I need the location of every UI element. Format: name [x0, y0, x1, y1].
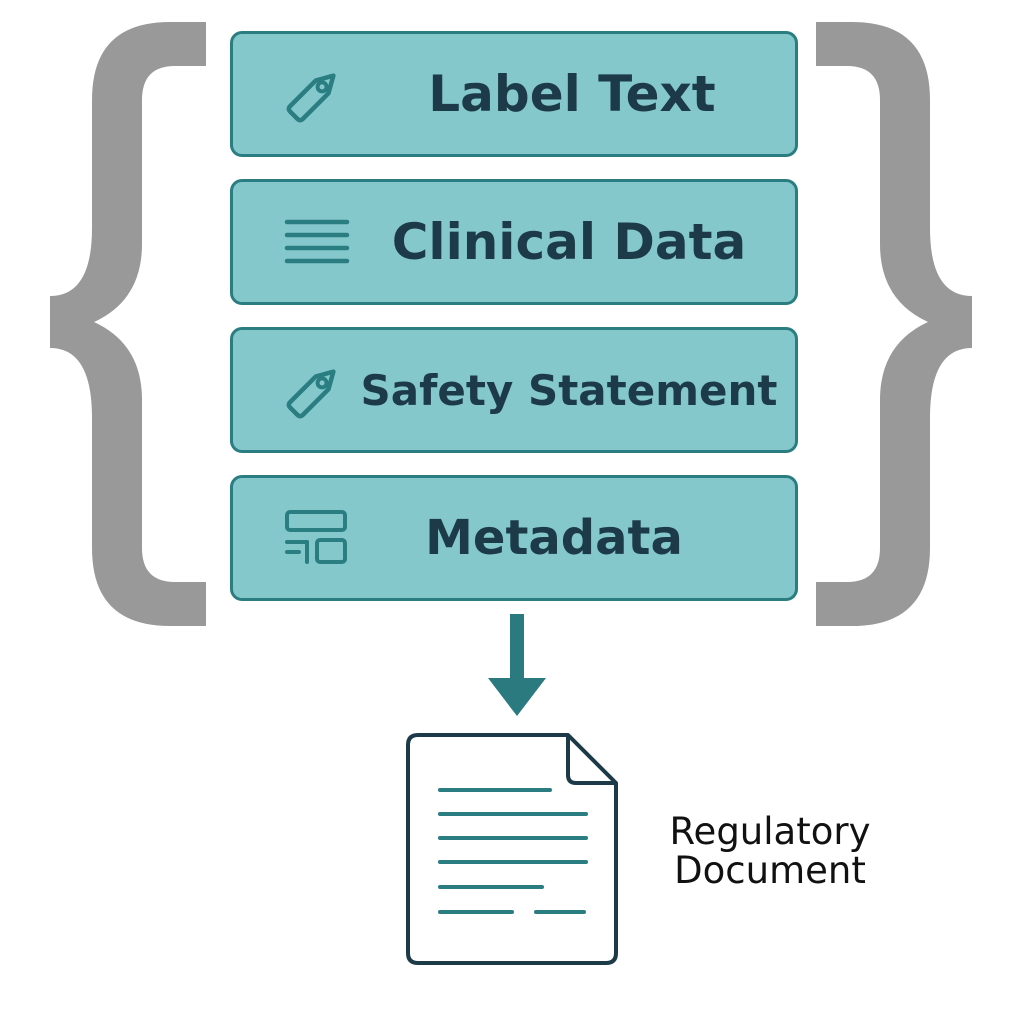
caption-line-2: Document: [674, 849, 866, 892]
lines-icon: [273, 200, 357, 284]
tag-icon: [273, 52, 357, 136]
block-clinical-data: Clinical Data: [230, 179, 798, 305]
right-brace: [816, 22, 972, 626]
block-safety-statement: Safety Statement: [230, 327, 798, 453]
left-brace: [50, 22, 206, 626]
block-label-text: Label Text: [230, 31, 798, 157]
document-icon: [406, 733, 618, 965]
block-label: Metadata: [425, 510, 683, 566]
tag-icon: [273, 348, 357, 432]
caption-line-1: Regulatory: [669, 810, 871, 853]
block-label: Clinical Data: [391, 213, 747, 271]
down-arrow-icon: [488, 614, 546, 716]
document-caption: Regulatory Document: [650, 812, 890, 890]
block-label: Label Text: [428, 65, 716, 123]
block-metadata: Metadata: [230, 475, 798, 601]
layout-icon: [273, 496, 357, 580]
block-label: Safety Statement: [360, 365, 778, 415]
